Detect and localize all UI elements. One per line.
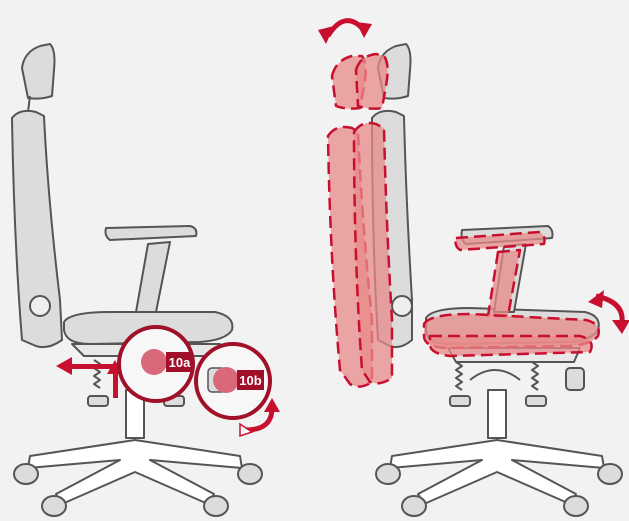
right-spring-cap-1 — [450, 396, 470, 406]
overlay-headrest-front — [356, 54, 388, 109]
left-chair — [12, 44, 262, 516]
left-armrest-post — [136, 242, 170, 312]
callout-10b-knob — [213, 367, 239, 393]
left-spring-cap-1 — [88, 396, 108, 406]
seat-depth-arrow — [56, 357, 114, 375]
left-headrest — [22, 44, 55, 99]
left-lumbar-knob — [30, 296, 50, 316]
callout-10b: 10b — [196, 344, 270, 418]
adjustment-overlay — [328, 54, 599, 387]
headrest-rotate-arrow — [318, 21, 372, 44]
right-springs — [456, 362, 538, 390]
right-lumbar-knob — [392, 296, 412, 316]
left-star-base — [28, 440, 242, 504]
right-spring-cap-2 — [526, 396, 546, 406]
left-armrest-pad — [106, 226, 197, 240]
callout-10a: 10a — [119, 327, 193, 401]
callout-10a-label: 10a — [169, 355, 191, 370]
right-knob — [566, 368, 584, 390]
callout-10a-knob — [141, 349, 167, 375]
right-gas-column — [488, 390, 506, 438]
callout-10b-label: 10b — [239, 373, 261, 388]
right-tilt-arm — [470, 370, 520, 380]
right-star-base — [390, 440, 604, 504]
